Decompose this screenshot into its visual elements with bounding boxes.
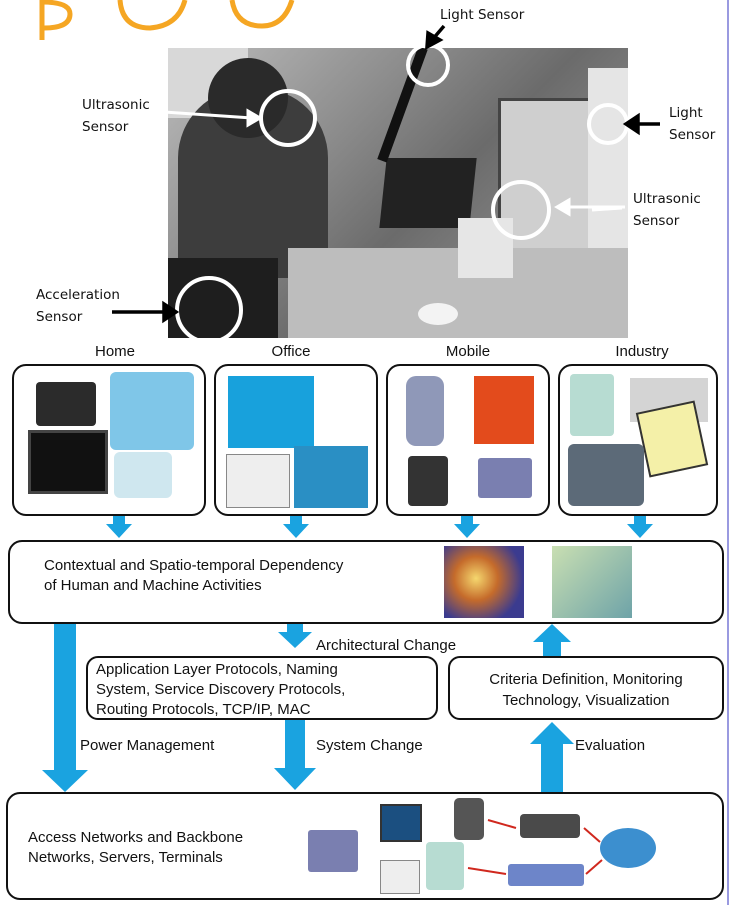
network-robot-icon	[426, 842, 464, 890]
control-room-icon	[568, 444, 644, 506]
protocols-line-2: System, Service Discovery Protocols,	[96, 681, 346, 698]
laptop-icon	[478, 458, 532, 498]
domain-label-industry: Industry	[615, 343, 669, 360]
clock-icon	[444, 546, 524, 618]
chair-shape	[168, 258, 278, 338]
networks-line-2: Networks, Servers, Terminals	[28, 849, 223, 866]
criteria-line-2: Technology, Visualization	[502, 692, 670, 709]
pda-icon	[408, 456, 448, 506]
arrow-home-down	[106, 516, 132, 538]
label-acceleration-2: Sensor	[36, 309, 83, 325]
arrow-system-change	[274, 720, 316, 790]
label-ultrasonic-left-1: Ultrasonic	[82, 97, 150, 113]
mobile-phone-icon	[406, 376, 444, 446]
domain-box-industry	[558, 364, 718, 516]
label-light-right-2: Sensor	[669, 127, 716, 143]
protocols-box: Application Layer Protocols, Naming Syst…	[86, 656, 438, 720]
router-icon	[600, 828, 656, 868]
label-evaluation: Evaluation	[575, 737, 646, 754]
label-ultrasonic-left-2: Sensor	[82, 119, 129, 135]
ultrasonic-sensor-circle-right	[491, 180, 551, 240]
domain-box-home	[12, 364, 206, 516]
arrow-office-down	[283, 516, 309, 538]
desk-worker-icon	[294, 446, 368, 508]
office-printer-icon	[226, 454, 290, 508]
arrow-industry-down	[627, 516, 653, 538]
protocols-line-3: Routing Protocols, TCP/IP, MAC	[96, 701, 311, 718]
map-pin-icon	[552, 546, 632, 618]
domain-box-office	[214, 364, 378, 516]
label-light-right-1: Light	[669, 105, 703, 121]
acceleration-sensor-circle	[175, 276, 243, 344]
stereo-icon	[36, 382, 96, 426]
network-printer-icon	[380, 860, 420, 894]
arrow-evaluation	[530, 722, 574, 796]
label-acceleration-1: Acceleration	[36, 287, 120, 303]
switch-icon	[508, 864, 584, 886]
label-architectural-change: Architectural Change	[316, 637, 457, 654]
office-worker-icon	[228, 376, 314, 448]
orange-sketch-strokes	[39, 0, 295, 40]
arrow-mobile-down	[454, 516, 480, 538]
networks-box: Access Networks and Backbone Networks, S…	[6, 792, 724, 900]
robot-arm-icon	[570, 374, 614, 436]
network-phone-icon	[454, 798, 484, 840]
label-power-management: Power Management	[80, 737, 215, 754]
lab-photo	[168, 48, 628, 338]
dependency-line-1: Contextual and Spatio-temporal Dependenc…	[44, 557, 344, 574]
criteria-line-1: Criteria Definition, Monitoring	[489, 671, 683, 688]
network-tv-icon	[380, 804, 422, 842]
dependency-box: Contextual and Spatio-temporal Dependenc…	[8, 540, 724, 624]
protocols-line-1: Application Layer Protocols, Naming	[96, 661, 338, 678]
arrow-power-management	[42, 624, 88, 792]
wireless-router-icon	[520, 814, 580, 838]
sensor-circles	[112, 24, 660, 344]
mouse-shape	[418, 303, 458, 325]
label-ultrasonic-right-1: Ultrasonic	[633, 191, 701, 207]
arrow-criteria-up	[533, 624, 571, 656]
arrow-architectural-change	[278, 624, 312, 648]
printer-icon	[114, 452, 172, 498]
domain-label-mobile: Mobile	[445, 343, 491, 360]
domain-label-home: Home	[94, 343, 135, 360]
books-shape	[458, 218, 513, 278]
family-clipart-icon	[110, 372, 194, 450]
network-laptop-icon	[308, 830, 358, 872]
networks-line-1: Access Networks and Backbone	[28, 829, 244, 846]
network-links	[467, 819, 603, 875]
domain-label-office: Office	[271, 343, 311, 360]
criteria-box: Criteria Definition, Monitoring Technolo…	[448, 656, 724, 720]
label-system-change: System Change	[316, 737, 423, 754]
domain-box-mobile	[386, 364, 550, 516]
dependency-line-2: of Human and Machine Activities	[44, 577, 262, 594]
label-ultrasonic-right-2: Sensor	[633, 213, 680, 229]
label-light-sensor-top: Light Sensor	[440, 7, 525, 23]
page-edge-line	[727, 0, 729, 905]
businesswoman-icon	[474, 376, 534, 444]
tv-icon	[28, 430, 108, 494]
